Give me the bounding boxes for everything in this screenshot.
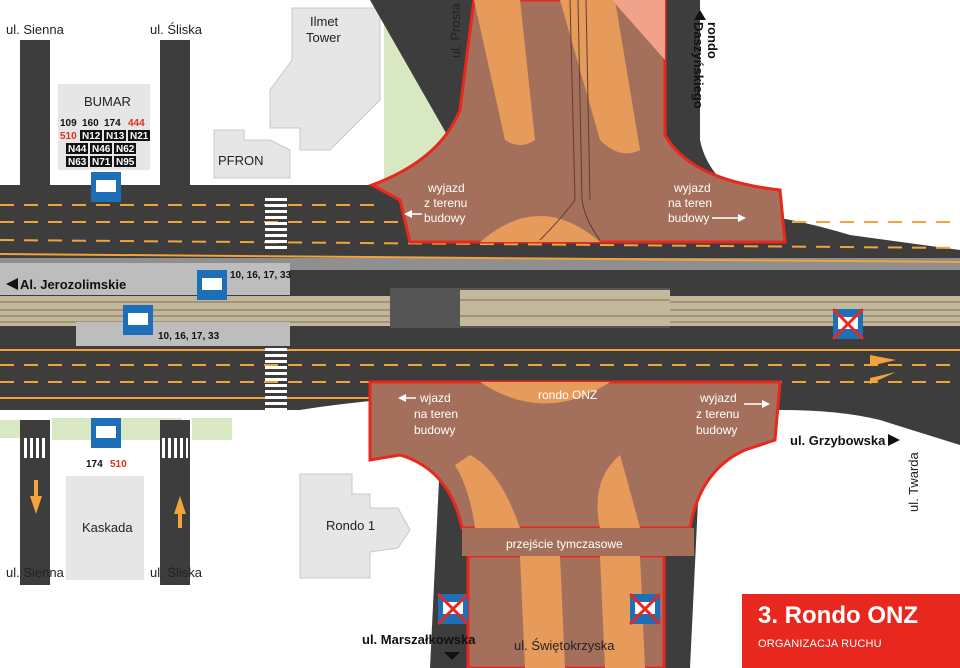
route-n62: N62: [116, 144, 135, 155]
building-kaskada: [66, 476, 144, 580]
route-n63: N63: [68, 157, 87, 168]
label-sw-line1: wjazd: [419, 391, 451, 405]
label-rondo-1: Rondo 1: [326, 518, 375, 533]
temporary-crossing-strip: [462, 528, 694, 556]
building-ilmet-tower: [269, 7, 381, 151]
label-swietokrzyska: ul. Świętokrzyska: [514, 638, 615, 653]
bus-route-510: 510: [110, 459, 127, 470]
label-twarda: ul. Twarda: [906, 451, 921, 512]
tram-routes-north: 10, 16, 17, 33: [230, 270, 292, 281]
route-n44: N44: [68, 144, 87, 155]
tram-platform-south: [76, 322, 290, 346]
building-labels: Ilmet Tower BUMAR PFRON Kaskada Rondo 1: [82, 14, 375, 535]
construction-labels: wyjazd z terenu budowy wyjazd na teren b…: [398, 181, 770, 551]
label-se-line2: z terenu: [696, 407, 739, 421]
label-sw-line3: budowy: [414, 423, 455, 437]
bus-route-174: 174: [86, 459, 103, 470]
building-rondo1: [299, 473, 411, 579]
route-n13: N13: [106, 131, 125, 142]
label-rondo-onz: rondo ONZ: [538, 388, 597, 402]
label-kaskada: Kaskada: [82, 520, 133, 535]
stop-bumar-bus-sign: [91, 172, 121, 202]
construction-areas: [368, 0, 787, 668]
route-n21: N21: [130, 131, 149, 142]
label-temporary-crossing: przejście tymczasowe: [506, 537, 623, 551]
stop-tram-south-sign: [123, 305, 153, 335]
route-n95: N95: [116, 157, 135, 168]
label-grzybowska: ul. Grzybowska: [790, 433, 886, 448]
route-n46: N46: [92, 144, 111, 155]
label-rondo-daszynskiego-2: Daszyńskiego: [691, 22, 706, 109]
route-109: 109: [60, 118, 77, 129]
bumar-route-list: 109 160 174 444 510 N12 N13 N21 N44 N46 …: [60, 118, 150, 168]
route-n71: N71: [92, 157, 111, 168]
label-nw-line2: z terenu: [424, 196, 467, 210]
title-box: 3. Rondo ONZ ORGANIZACJA RUCHU: [742, 594, 960, 668]
lane-arrows: [30, 355, 896, 528]
label-nw-line3: budowy: [424, 211, 465, 225]
label-bumar: BUMAR: [84, 94, 131, 109]
crosswalk-west-north: [265, 196, 287, 252]
stop-cancelled-east-sign: [831, 307, 865, 341]
arrow-down-marszalkowska-icon: [444, 652, 460, 660]
label-sliska-bottom: ul. Śliska: [150, 565, 203, 580]
label-marszalkowska: ul. Marszałkowska: [362, 632, 476, 647]
label-pfron: PFRON: [218, 153, 264, 168]
tram-tracks-north: [539, 0, 601, 241]
arrow-right-ne-icon: [738, 214, 746, 222]
building-pfron: [213, 129, 291, 179]
arrow-right-grzybowska-icon: [888, 434, 900, 446]
building-bumar: [58, 84, 150, 170]
label-ne-line1: wyjazd: [673, 181, 711, 195]
stop-tram-north-sign: [197, 270, 227, 300]
label-al-jerozolimskie: Al. Jerozolimskie: [20, 277, 126, 292]
map-subtitle: ORGANIZACJA RUCHU: [758, 638, 882, 650]
arrow-left-nw-icon: [404, 210, 412, 218]
label-se-line1: wyjazd: [699, 391, 737, 405]
arrow-right-se-icon: [762, 400, 770, 408]
label-sienna-bottom: ul. Sienna: [6, 565, 65, 580]
route-160: 160: [82, 118, 99, 129]
stop-kaskada-bus-sign: [91, 418, 121, 448]
label-rondo-daszynskiego-1: rondo: [705, 22, 720, 59]
label-ilmet: Ilmet: [310, 14, 339, 29]
route-510: 510: [60, 131, 77, 142]
label-ne-line2: na teren: [668, 196, 712, 210]
arrow-left-sw-icon: [398, 394, 406, 402]
route-174: 174: [104, 118, 121, 129]
crosswalk-west-south: [265, 346, 287, 410]
crosswalk-sliska: [162, 438, 188, 458]
street-labels: ul. Sienna ul. Śliska ul. Sienna ul. Śli…: [6, 2, 921, 660]
buildings: [58, 7, 411, 580]
label-sliska-top: ul. Śliska: [150, 22, 203, 37]
label-prosta: ul. Prosta: [448, 2, 463, 58]
tram-routes-south: 10, 16, 17, 33: [158, 331, 220, 342]
route-n12: N12: [82, 131, 101, 142]
label-nw-line1: wyjazd: [427, 181, 465, 195]
tram-platform-north: [0, 263, 290, 295]
label-se-line3: budowy: [696, 423, 737, 437]
crosswalk-sienna: [22, 438, 48, 458]
label-ne-line3: budowy: [668, 211, 709, 225]
arrow-left-jerozolimskie-icon: [6, 278, 18, 290]
label-sienna-top: ul. Sienna: [6, 22, 65, 37]
stop-cancelled-swietokrzyska-sign: [628, 592, 662, 626]
route-444: 444: [128, 118, 145, 129]
arrow-up-daszynskiego-icon: [694, 10, 706, 20]
label-sw-line2: na teren: [414, 407, 458, 421]
map-title: 3. Rondo ONZ: [758, 602, 918, 629]
label-tower: Tower: [306, 30, 341, 45]
stop-cancelled-marszalkowska-sign: [436, 592, 470, 626]
